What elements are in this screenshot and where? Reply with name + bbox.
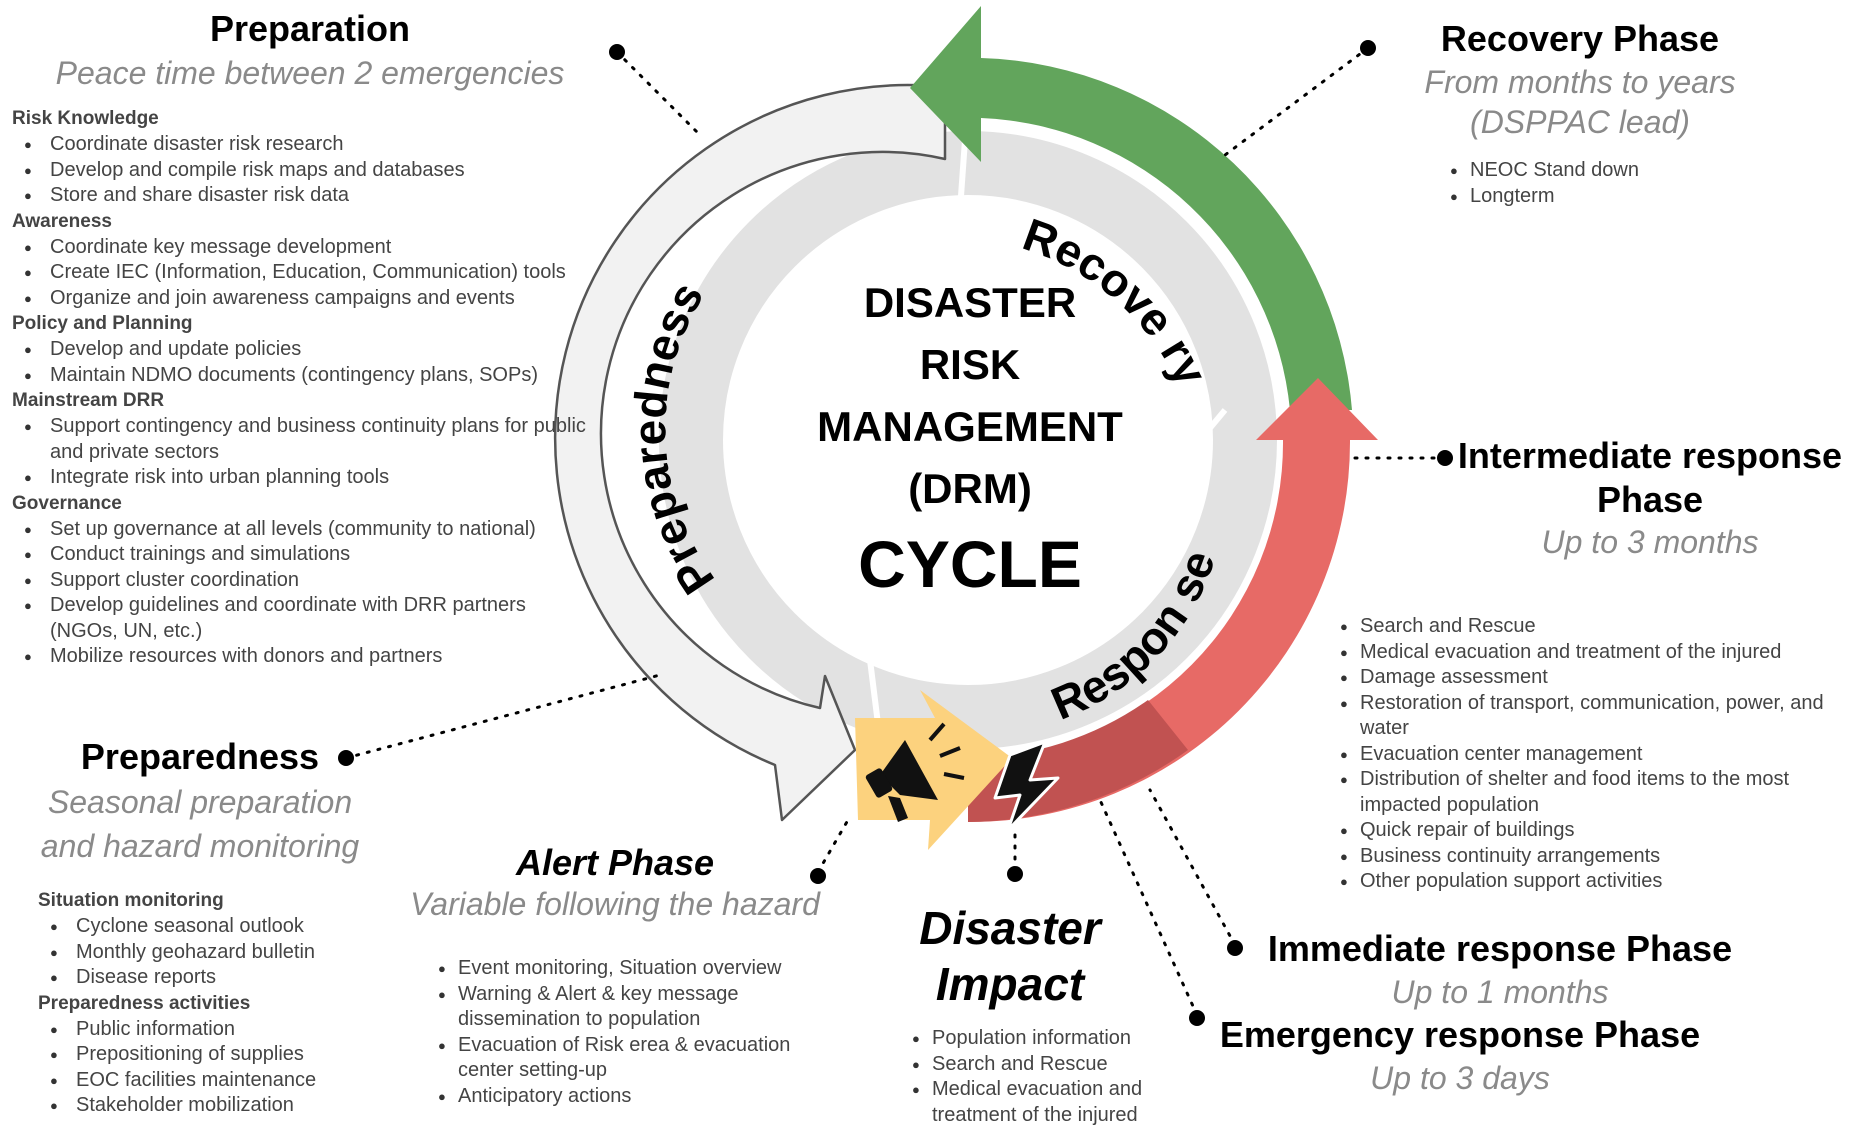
list-item: Develop guidelines and coordinate with D…	[12, 593, 592, 644]
recovery-subtitle-line2: (DSPPAC lead)	[1470, 104, 1690, 140]
list-item: Restoration of transport, communication,…	[1334, 691, 1834, 742]
immediate-title: Immediate response Phase	[1267, 928, 1733, 969]
recovery-arrow	[910, 6, 1352, 410]
recovery-list: NEOC Stand down Longterm	[1444, 158, 1744, 209]
list-item: Quick repair of buildings	[1334, 818, 1834, 844]
list-item: Prepositioning of supplies	[38, 1042, 398, 1068]
list-item: Evacuation of Risk erea & evacuation cen…	[432, 1033, 832, 1084]
intermediate-title-line1: Intermediate response	[1457, 435, 1843, 476]
center-title-line5: CYCLE	[858, 527, 1082, 601]
impact-list: Population information Search and Rescue…	[906, 1026, 1186, 1128]
megaphone-icon	[865, 722, 965, 822]
list-item: Search and Rescue	[1334, 614, 1834, 640]
preparedness-subtitle-line2: and hazard monitoring	[40, 828, 360, 864]
intermediate-subtitle: Up to 3 months	[1541, 524, 1759, 560]
list-item: Longterm	[1444, 184, 1744, 210]
list-item: Disease reports	[38, 965, 398, 991]
preparation-block: Preparation Peace time between 2 emergen…	[0, 8, 600, 95]
preparedness-subtitle: Seasonal preparation and hazard monitori…	[0, 780, 400, 868]
list-item: Mobilize resources with donors and partn…	[12, 644, 592, 670]
intermediate-title: Intermediate response Phase	[1440, 434, 1860, 522]
list-item: Set up governance at all levels (communi…	[12, 517, 592, 543]
emergency-title: Emergency response Phase	[1219, 1014, 1701, 1055]
center-title-line4: (DRM)	[908, 465, 1032, 512]
list-item: Search and Rescue	[906, 1052, 1186, 1078]
impact-title-line2: Impact	[935, 958, 1085, 1010]
section-heading: Preparedness activities	[38, 992, 251, 1014]
intermediate-list: Search and Rescue Medical evacuation and…	[1334, 614, 1834, 895]
recovery-title: Recovery Phase	[1440, 18, 1720, 59]
section-heading: Governance	[12, 492, 122, 514]
list-item: Integrate risk into urban planning tools	[12, 465, 592, 491]
section-heading: Policy and Planning	[12, 313, 193, 334]
list-item: Distribution of shelter and food items t…	[1334, 767, 1834, 818]
list-item: Population information	[906, 1026, 1186, 1052]
center-title-line1: DISASTER	[863, 279, 1077, 326]
list-item: Warning & Alert & key message disseminat…	[432, 982, 832, 1033]
preparedness-subtitle-line1: Seasonal preparation	[47, 784, 353, 820]
emergency-subtitle: Up to 3 days	[1370, 1060, 1550, 1096]
list-item: Cyclone seasonal outlook	[38, 914, 398, 940]
list-item: Store and share disaster risk data	[12, 183, 592, 209]
preparedness-title: Preparedness	[80, 736, 320, 777]
preparedness-arrow	[553, 83, 947, 822]
center-title: DISASTER RISK MANAGEMENT (DRM) CYCLE	[790, 272, 1150, 608]
list-item: Support contingency and business continu…	[12, 414, 592, 465]
list-item: Stakeholder mobilization	[38, 1093, 398, 1119]
list-item: Other population support activities	[1334, 869, 1834, 895]
list-item: Damage assessment	[1334, 665, 1834, 691]
connector-dots	[338, 40, 1453, 1026]
center-title-line2: RISK	[919, 341, 1021, 388]
list-item: Develop and compile risk maps and databa…	[12, 158, 592, 184]
recovery-subtitle: From months to years (DSPPAC lead)	[1380, 62, 1780, 142]
intermediate-title-line2: Phase	[1596, 479, 1704, 520]
preparation-title: Preparation	[209, 8, 411, 49]
list-item: Event monitoring, Situation overview	[432, 956, 832, 982]
list-item: Conduct trainings and simulations	[12, 542, 592, 568]
list-item: Public information	[38, 1017, 398, 1043]
preparation-subtitle: Peace time between 2 emergencies	[55, 55, 565, 92]
section-heading: Situation monitoring	[38, 890, 224, 911]
preparation-list: Risk Knowledge Coordinate disaster risk …	[12, 106, 592, 670]
list-item: Develop and update policies	[12, 337, 592, 363]
list-item: Maintain NDMO documents (contingency pla…	[12, 363, 592, 389]
alert-title: Alert Phase	[515, 842, 715, 883]
section-heading: Awareness	[12, 210, 112, 232]
impact-title-line1: Disaster	[919, 902, 1101, 954]
section-heading: Risk Knowledge	[12, 108, 159, 129]
recovery-subtitle-line1: From months to years	[1424, 64, 1736, 100]
impact-title: Disaster Impact	[880, 900, 1140, 1012]
list-item: Business continuity arrangements	[1334, 844, 1834, 870]
list-item: Anticipatory actions	[432, 1084, 832, 1110]
center-title-line3: MANAGEMENT	[817, 403, 1123, 450]
alert-subtitle: Variable following the hazard	[410, 886, 820, 922]
list-item: Medical evacuation and treatment of the …	[1334, 640, 1834, 666]
list-item: EOC facilities maintenance	[38, 1068, 398, 1094]
immediate-subtitle: Up to 1 months	[1391, 974, 1609, 1010]
connector-lines	[344, 46, 1447, 1017]
list-item: Monthly geohazard bulletin	[38, 940, 398, 966]
list-item: Organize and join awareness campaigns an…	[12, 286, 592, 312]
lightning-icon	[993, 740, 1060, 832]
list-item: Support cluster coordination	[12, 568, 592, 594]
list-item: Coordinate key message development	[12, 235, 592, 261]
list-item: NEOC Stand down	[1444, 158, 1744, 184]
section-heading: Mainstream DRR	[12, 390, 165, 411]
alert-list: Event monitoring, Situation overview War…	[432, 956, 832, 1109]
list-item: Evacuation center management	[1334, 742, 1834, 768]
preparedness-list: Situation monitoring Cyclone seasonal ou…	[38, 888, 398, 1119]
list-item: Create IEC (Information, Education, Comm…	[12, 260, 592, 286]
list-item: Coordinate disaster risk research	[12, 132, 592, 158]
inner-ring	[659, 131, 1277, 749]
list-item: Medical evacuation and treatment of the …	[906, 1077, 1186, 1128]
